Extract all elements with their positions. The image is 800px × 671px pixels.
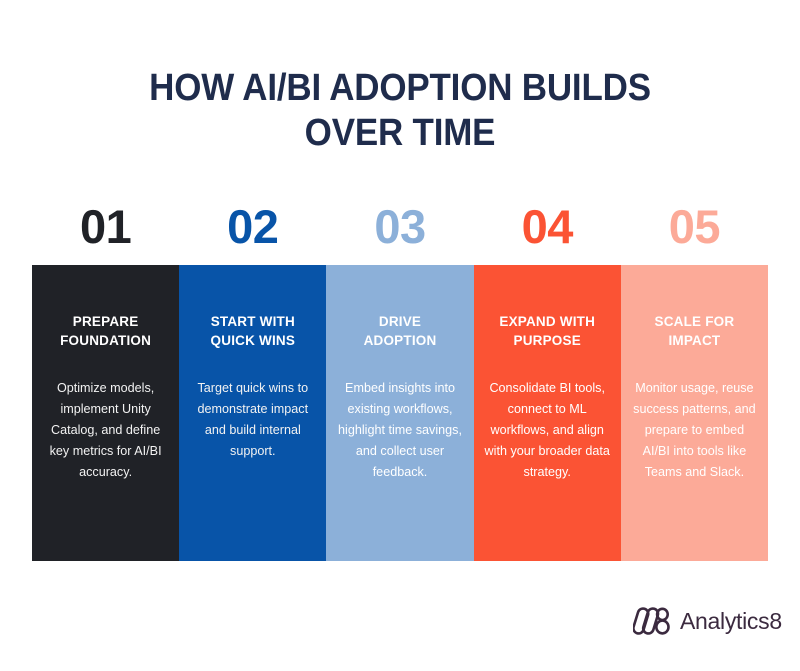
step-body-01: Optimize models, implement Unity Catalog… — [49, 381, 162, 479]
step-heading-02: START WITH QUICK WINS — [210, 314, 296, 348]
step-body-04: Consolidate BI tools, connect to ML work… — [484, 381, 610, 479]
step-column-prepare-foundation: PREPARE FOUNDATION Optimize models, impl… — [32, 265, 180, 561]
step-number-05: 05 — [668, 200, 721, 253]
step-body-05: Monitor usage, reuse success patterns, a… — [633, 381, 756, 479]
step-heading-01: PREPARE FOUNDATION — [60, 314, 152, 348]
step-heading-04: EXPAND WITH PURPOSE — [499, 314, 596, 348]
page-title: HOW AI/BI ADOPTION BUILDS OVER TIME — [149, 67, 651, 154]
step-body-03: Embed insights into existing workflows, … — [338, 381, 462, 479]
step-column-row: PREPARE FOUNDATION Optimize models, impl… — [32, 265, 769, 561]
analytics8-mark-icon — [633, 607, 670, 635]
step-number-03: 03 — [374, 200, 426, 253]
step-number-02: 02 — [227, 200, 279, 253]
step-column-drive-adoption: DRIVE ADOPTION Embed insights into exist… — [326, 265, 474, 561]
step-number-01: 01 — [79, 200, 132, 253]
analytics8-wordmark: Analytics8 — [680, 607, 782, 634]
step-heading-03: DRIVE ADOPTION — [363, 314, 437, 348]
step-column-start-with-quick-wins: START WITH QUICK WINS Target quick wins … — [179, 265, 327, 561]
step-number-04: 04 — [521, 200, 574, 253]
step-heading-05: SCALE FOR IMPACT — [654, 314, 735, 348]
step-number-row: 01 02 03 04 05 — [32, 198, 768, 260]
analytics8-logo: Analytics8 — [633, 604, 782, 638]
step-column-scale-for-impact: SCALE FOR IMPACT Monitor usage, reuse su… — [620, 265, 769, 561]
step-body-02: Target quick wins to demonstrate impact … — [197, 381, 309, 458]
step-column-expand-with-purpose: EXPAND WITH PURPOSE Consolidate BI tools… — [473, 265, 621, 561]
